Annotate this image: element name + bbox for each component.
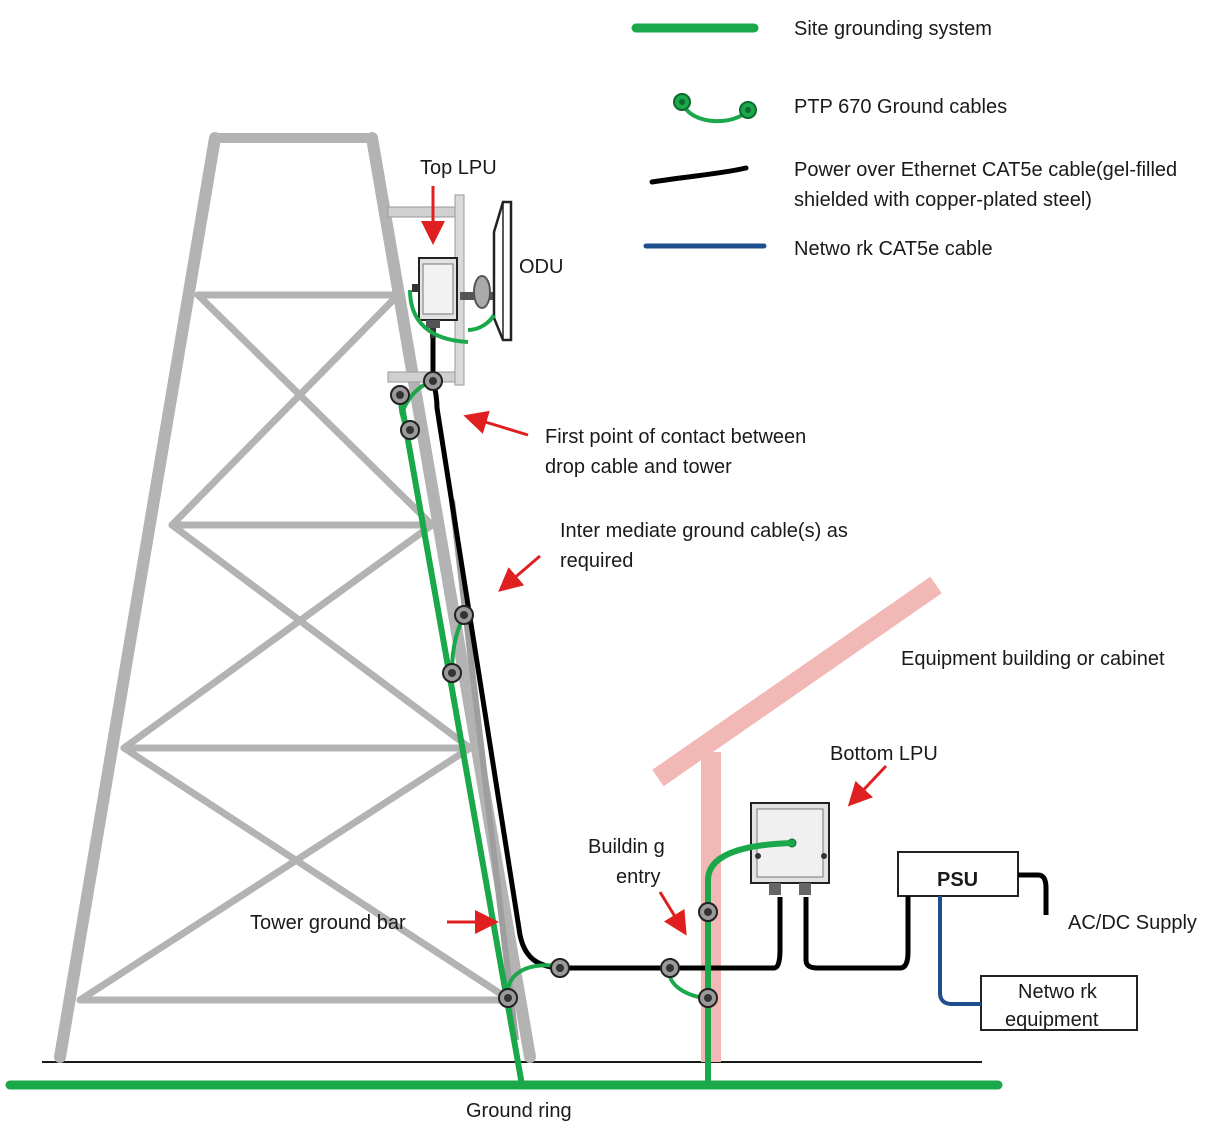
poe-psu-cable [803, 896, 911, 971]
legend-poe-cable-label-1: Power over Ethernet CAT5e cable(gel-fill… [794, 159, 1177, 181]
building-entry-label-2: entry [616, 866, 660, 888]
network-cable [938, 896, 981, 1006]
top-lpu-box [412, 257, 458, 338]
legend-network-cable-label: Netwo rk CAT5e cable [794, 238, 993, 260]
arrow-intermediate [498, 554, 541, 592]
intermediate-cable-label-1: Inter mediate ground cable(s) as [560, 520, 848, 542]
legend-ground-cable-swatch [673, 93, 757, 124]
legend-ground-cables-label: PTP 670 Ground cables [794, 96, 1007, 118]
tower-ground-bar-label: Tower ground bar [250, 912, 406, 934]
tower-ground-bar [449, 499, 519, 1041]
legend-site-grounding-label: Site grounding system [794, 18, 992, 40]
psu-box [897, 851, 1019, 897]
bottom-lpu-label: Bottom LPU [830, 743, 938, 765]
building-entry-label-1: Buildin g [588, 836, 665, 858]
network-equipment-label-2: equipment [1005, 1009, 1099, 1031]
bottom-lpu-box [750, 802, 830, 895]
intermediate-cable-label-2: required [560, 550, 633, 572]
first-contact-label-1: First point of contact between [545, 426, 806, 448]
equipment-building-label: Equipment building or cabinet [901, 648, 1165, 670]
legend-poe-cable-swatch [649, 165, 749, 185]
legend: Site grounding system PTP 670 Ground cab… [631, 18, 1177, 260]
building-ground-conductor [705, 840, 793, 1085]
top-lpu-label: Top LPU [420, 157, 497, 179]
first-contact-label-2: drop cable and tower [545, 456, 732, 478]
odu-label: ODU [519, 256, 563, 278]
odu-unit [492, 200, 513, 342]
ground-ring-label: Ground ring [466, 1100, 572, 1122]
callout-arrows [421, 186, 888, 936]
ac-dc-supply-cable [1018, 872, 1049, 915]
psu-label: PSU [937, 869, 978, 891]
ground-clamps [390, 371, 718, 1008]
arrow-first-contact [463, 410, 529, 437]
ac-dc-supply-label: AC/DC Supply [1068, 912, 1197, 934]
arrow-building-entry [658, 891, 687, 936]
tower-ground-conductor [397, 394, 525, 1086]
arrow-bottom-lpu [847, 764, 888, 807]
poe-drop-cable [430, 338, 783, 971]
legend-poe-cable-label-2: shielded with copper-plated steel) [794, 189, 1092, 211]
network-equipment-label-1: Netwo rk [1018, 981, 1098, 1003]
lattice-tower [54, 132, 536, 1063]
